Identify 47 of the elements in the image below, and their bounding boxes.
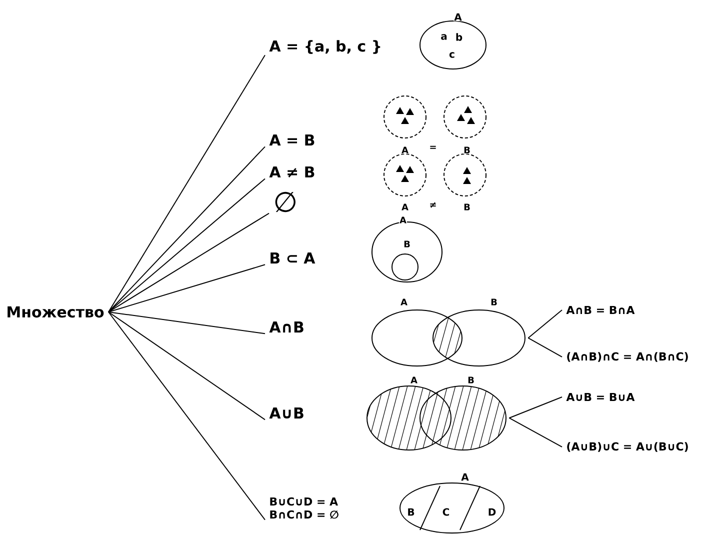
formula-text: A∩B	[269, 322, 304, 332]
letter-label: B	[463, 203, 471, 211]
connector-line	[108, 212, 270, 312]
formula-text: A ≠ B	[269, 166, 314, 178]
connector-line	[528, 338, 562, 358]
letter-label: a	[440, 34, 448, 40]
formula-text: A∪B	[269, 408, 304, 418]
letter-label: B	[467, 376, 475, 384]
formula-text: ∅	[275, 192, 296, 212]
connector-line	[108, 312, 266, 420]
connector-line	[108, 312, 266, 334]
set-name: Множество	[8, 306, 104, 318]
letter-label: b	[454, 32, 464, 42]
letter-label: ≠	[428, 202, 438, 208]
formula-text: A∪B = B∪A	[566, 393, 635, 401]
letter-label: B	[463, 146, 471, 154]
letter-label: A	[454, 12, 462, 22]
letter-label: A	[410, 376, 418, 384]
letter-label: =	[428, 145, 438, 151]
intersection-diagram-drawing	[372, 310, 526, 366]
formula-text: A = B	[269, 134, 314, 146]
connector-line	[108, 54, 266, 312]
formula-text: B ⊂ A	[270, 252, 316, 264]
connector-line	[108, 178, 266, 312]
formula-text: (A∪B)∪C = A∪(B∪C)	[567, 442, 688, 452]
letter-label: c	[448, 52, 456, 58]
union-diagram-drawing	[366, 386, 506, 450]
formula-text: A = {a, b, c }	[269, 40, 380, 54]
connector-line	[108, 146, 266, 312]
connector-line	[508, 396, 562, 418]
letter-label: A	[399, 216, 407, 224]
letter-label: C	[442, 508, 450, 516]
connector-line	[508, 418, 562, 448]
formula-text: B∪C∪D = A B∩C∩D = ∅	[270, 497, 338, 519]
formula-text: (A∩B)∩C = A∩(B∩C)	[567, 352, 688, 362]
letter-label: B	[406, 508, 416, 516]
formula-text: A∩B = B∩A	[566, 306, 635, 314]
letter-label: A	[401, 203, 409, 211]
letter-label: D	[487, 508, 497, 516]
letter-label: B	[403, 240, 411, 248]
connector-line	[528, 310, 562, 338]
letter-label: A	[401, 146, 409, 154]
letter-label: A	[400, 298, 408, 306]
connector-line	[108, 312, 266, 520]
connector-line	[108, 264, 266, 312]
letter-label: B	[490, 298, 498, 306]
letter-label: A	[460, 472, 470, 482]
